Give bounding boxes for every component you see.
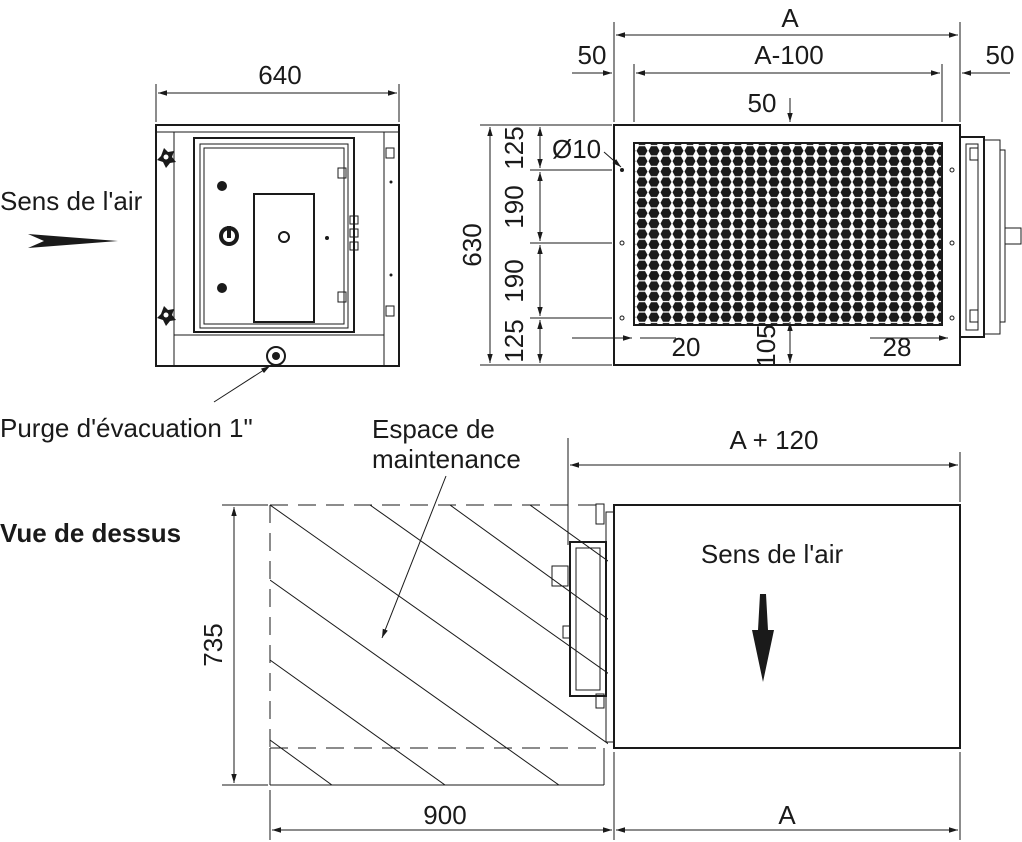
dim-right-50-label: 50 bbox=[986, 40, 1015, 70]
dim-A-label: A bbox=[781, 3, 799, 33]
dim-A-minus-100-label: A-100 bbox=[754, 40, 823, 70]
fan-unit-top bbox=[569, 541, 607, 697]
maintenance-space bbox=[269, 504, 608, 786]
dim-left-50-label: 50 bbox=[578, 40, 607, 70]
dim-640-label: 640 bbox=[258, 60, 301, 90]
maintenance-label-line2: maintenance bbox=[372, 444, 521, 474]
access-door bbox=[193, 137, 355, 333]
air-direction-arrow-icon bbox=[28, 234, 118, 248]
hole-dim-label: Ø10 bbox=[552, 134, 601, 164]
dim-630-label: 630 bbox=[457, 223, 487, 266]
side-view: A A-100 50 50 50 Ø10 bbox=[457, 3, 1022, 368]
air-direction-down-arrow-icon bbox=[752, 594, 774, 682]
dim-190-upper-label: 190 bbox=[499, 185, 529, 228]
dim-900-label: 900 bbox=[423, 800, 466, 830]
dim-190-lower-label: 190 bbox=[499, 259, 529, 302]
dim-735-label: 735 bbox=[198, 623, 228, 666]
dim-20-label: 20 bbox=[672, 332, 701, 362]
top-view: Vue de dessus A + 120 Espace d bbox=[0, 414, 961, 840]
panel-hole bbox=[278, 231, 290, 243]
maintenance-label-line1: Espace de bbox=[372, 414, 495, 444]
dim-top-50-label: 50 bbox=[748, 88, 777, 118]
dial-icon bbox=[219, 226, 239, 246]
bolt bbox=[217, 181, 227, 191]
drain-icon bbox=[266, 346, 286, 366]
star-knob-icon bbox=[157, 306, 176, 326]
dim-28-label: 28 bbox=[883, 332, 912, 362]
dimension-640: 640 bbox=[155, 60, 400, 122]
drain-label: Purge d'évacuation 1" bbox=[0, 413, 253, 443]
top-air-direction-label: Sens de l'air bbox=[701, 539, 844, 569]
front-air-direction-label: Sens de l'air bbox=[0, 186, 143, 216]
dim-A-bottom-label: A bbox=[778, 800, 796, 830]
dim-125-bottom-label: 125 bbox=[499, 319, 529, 362]
dim-105-label: 105 bbox=[751, 324, 781, 367]
bolt bbox=[217, 283, 227, 293]
inner-panel bbox=[253, 193, 315, 323]
front-view: 640 bbox=[0, 60, 400, 443]
housing-outline bbox=[155, 124, 400, 367]
maintenance-hatching bbox=[270, 505, 608, 785]
top-view-title: Vue de dessus bbox=[0, 518, 181, 548]
dim-125-top-label: 125 bbox=[499, 126, 529, 169]
fan-unit bbox=[959, 136, 985, 338]
dim-A-plus-120-label: A + 120 bbox=[730, 425, 819, 455]
star-knob-icon bbox=[157, 148, 176, 168]
filter-mesh bbox=[633, 142, 943, 326]
